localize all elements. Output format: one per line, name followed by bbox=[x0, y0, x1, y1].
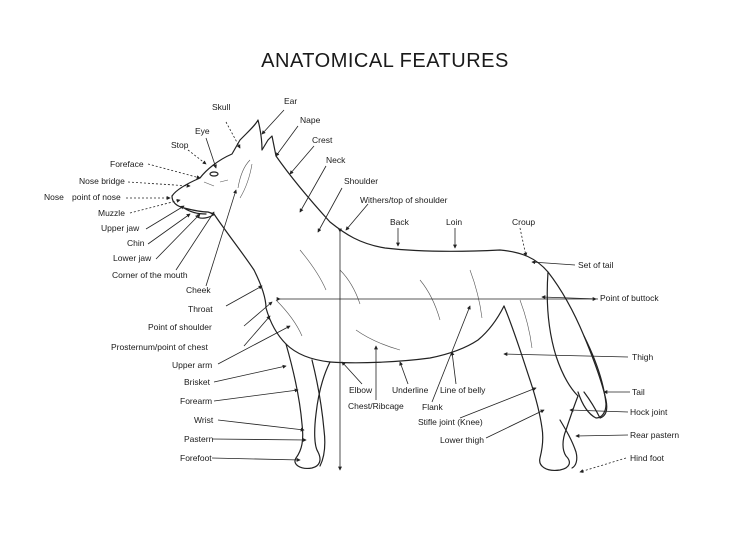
label-stop: Stop bbox=[171, 140, 189, 150]
label-back: Back bbox=[390, 217, 410, 227]
label-stifle: Stifle joint (Knee) bbox=[418, 417, 483, 427]
label-forefoot: Forefoot bbox=[180, 453, 212, 463]
label-chest-ribcage: Chest/Ribcage bbox=[348, 401, 404, 411]
label-eye: Eye bbox=[195, 126, 210, 136]
label-croup: Croup bbox=[512, 217, 535, 227]
label-hind-foot: Hind foot bbox=[630, 453, 665, 463]
label-point-of-shoulder: Point of shoulder bbox=[148, 322, 212, 332]
label-upper-jaw: Upper jaw bbox=[101, 223, 140, 233]
labels: Skull Ear Eye Nape Stop Crest Foreface N… bbox=[44, 96, 679, 463]
label-chin: Chin bbox=[127, 238, 145, 248]
label-ear: Ear bbox=[284, 96, 297, 106]
label-loin: Loin bbox=[446, 217, 462, 227]
label-line-of-belly: Line of belly bbox=[440, 385, 486, 395]
label-flank: Flank bbox=[422, 402, 444, 412]
leader-lines bbox=[126, 109, 630, 473]
label-underline: Underline bbox=[392, 385, 429, 395]
label-muzzle: Muzzle bbox=[98, 208, 125, 218]
label-pastern: Pastern bbox=[184, 434, 214, 444]
label-brisket: Brisket bbox=[184, 377, 211, 387]
label-lower-thigh: Lower thigh bbox=[440, 435, 484, 445]
label-rear-pastern: Rear pastern bbox=[630, 430, 679, 440]
label-corner-of-mouth: Corner of the mouth bbox=[112, 270, 188, 280]
label-point-of-nose: point of nose bbox=[72, 192, 121, 202]
dog-illustration bbox=[171, 119, 608, 471]
label-throat: Throat bbox=[188, 304, 213, 314]
label-crest: Crest bbox=[312, 135, 333, 145]
diagram-title: ANATOMICAL FEATURES bbox=[261, 50, 509, 72]
label-nape: Nape bbox=[300, 115, 321, 125]
label-set-of-tail: Set of tail bbox=[578, 260, 614, 270]
label-upper-arm: Upper arm bbox=[172, 360, 212, 370]
label-nose-bridge: Nose bridge bbox=[79, 176, 125, 186]
label-nose: Nose bbox=[44, 192, 64, 202]
label-skull: Skull bbox=[212, 102, 231, 112]
label-point-of-buttock: Point of buttock bbox=[600, 293, 659, 303]
label-forearm: Forearm bbox=[180, 396, 212, 406]
label-elbow: Elbow bbox=[349, 385, 373, 395]
label-withers: Withers/top of shoulder bbox=[360, 195, 448, 205]
label-hock-joint: Hock joint bbox=[630, 407, 668, 417]
label-neck: Neck bbox=[326, 155, 346, 165]
label-wrist: Wrist bbox=[194, 415, 214, 425]
label-thigh: Thigh bbox=[632, 352, 654, 362]
label-tail: Tail bbox=[632, 387, 645, 397]
label-cheek: Cheek bbox=[186, 285, 211, 295]
label-shoulder: Shoulder bbox=[344, 176, 378, 186]
label-prosternum: Prosternum/point of chest bbox=[111, 342, 208, 352]
label-lower-jaw: Lower jaw bbox=[113, 253, 152, 263]
label-foreface: Foreface bbox=[110, 159, 144, 169]
